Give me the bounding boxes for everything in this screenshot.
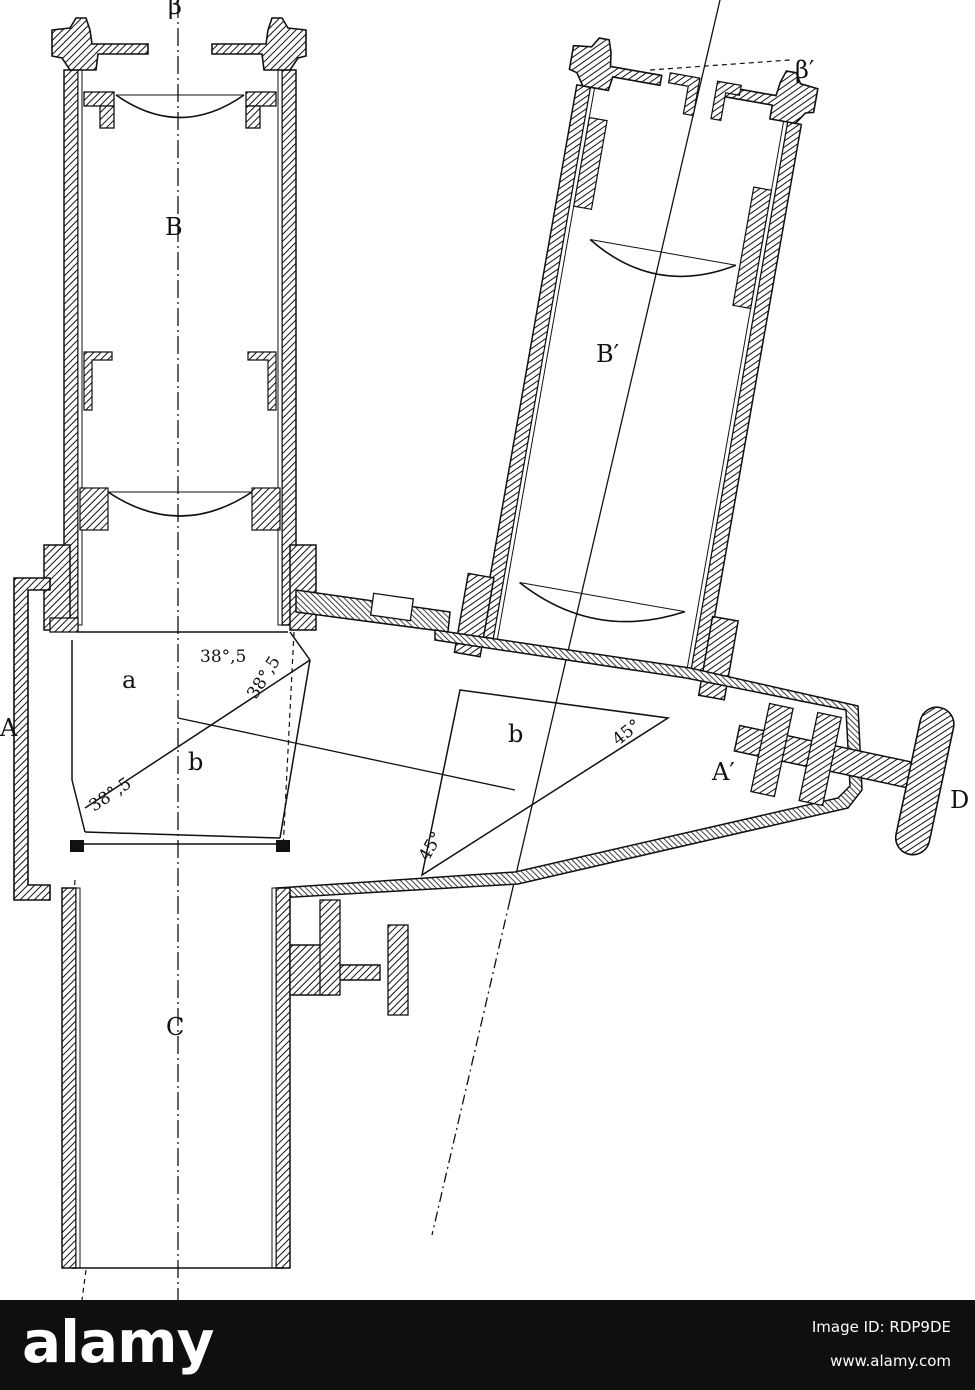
stock-url: www.alamy.com bbox=[830, 1352, 951, 1370]
reflected-ray bbox=[177, 717, 516, 791]
field-lens bbox=[107, 491, 253, 517]
eyepiece-tube-B bbox=[43, 17, 317, 631]
eye-cap-right bbox=[211, 17, 307, 71]
connecting-arm bbox=[295, 589, 451, 633]
brand-logo: alamy bbox=[22, 1308, 214, 1376]
angle-left-top: 38°,5 bbox=[200, 647, 246, 667]
label-C: C bbox=[166, 1013, 184, 1041]
image-id: Image ID: RDP9DE bbox=[811, 1318, 951, 1336]
inclined-eye-lens bbox=[589, 238, 737, 278]
prism-assembly-left bbox=[71, 631, 311, 839]
inclined-axis-extension bbox=[431, 899, 511, 1236]
label-B: B bbox=[165, 213, 183, 241]
stock-footer: alamy Image ID: RDP9DE www.alamy.com bbox=[0, 1300, 975, 1390]
inclined-axis-beta-prime bbox=[509, 0, 721, 901]
angle-right-top: 45° bbox=[609, 716, 645, 750]
diagram-labels: β β′ B B′ a b b A A′ C D bbox=[0, 0, 969, 1041]
angle-left-bottom: 38°,5 bbox=[86, 774, 136, 817]
label-D: D bbox=[950, 786, 969, 814]
prism-diagonal-face bbox=[84, 659, 311, 809]
eyepiece-tube-B-prime bbox=[453, 37, 819, 701]
label-beta-prime: β′ bbox=[795, 56, 814, 84]
binocular-eyepiece-diagram: β β′ B B′ a b b A A′ C D 38°,5 38°,5 38°… bbox=[0, 0, 970, 1300]
eye-cap-left bbox=[51, 17, 149, 71]
label-b-left: b bbox=[188, 748, 203, 776]
angle-left-right: 38°,5 bbox=[243, 653, 285, 703]
label-B-prime: B′ bbox=[596, 340, 619, 368]
tube-C bbox=[61, 887, 409, 1269]
inclined-field-lens bbox=[519, 581, 686, 623]
label-A-prime: A′ bbox=[711, 758, 735, 786]
angle-right-bottom: 45° bbox=[415, 828, 447, 864]
beta-prime-dashed-leader bbox=[649, 59, 791, 71]
optical-axes bbox=[65, 0, 791, 1300]
label-A: A bbox=[0, 714, 18, 742]
label-beta: β bbox=[168, 0, 182, 20]
left-dashed-guide-bottom bbox=[81, 1269, 87, 1300]
housing-A bbox=[13, 577, 290, 901]
right-prism bbox=[420, 689, 671, 877]
label-a: a bbox=[122, 666, 136, 694]
adjustment-screw-D bbox=[733, 702, 955, 856]
eye-lens bbox=[115, 94, 245, 119]
label-b-right: b bbox=[508, 720, 523, 748]
